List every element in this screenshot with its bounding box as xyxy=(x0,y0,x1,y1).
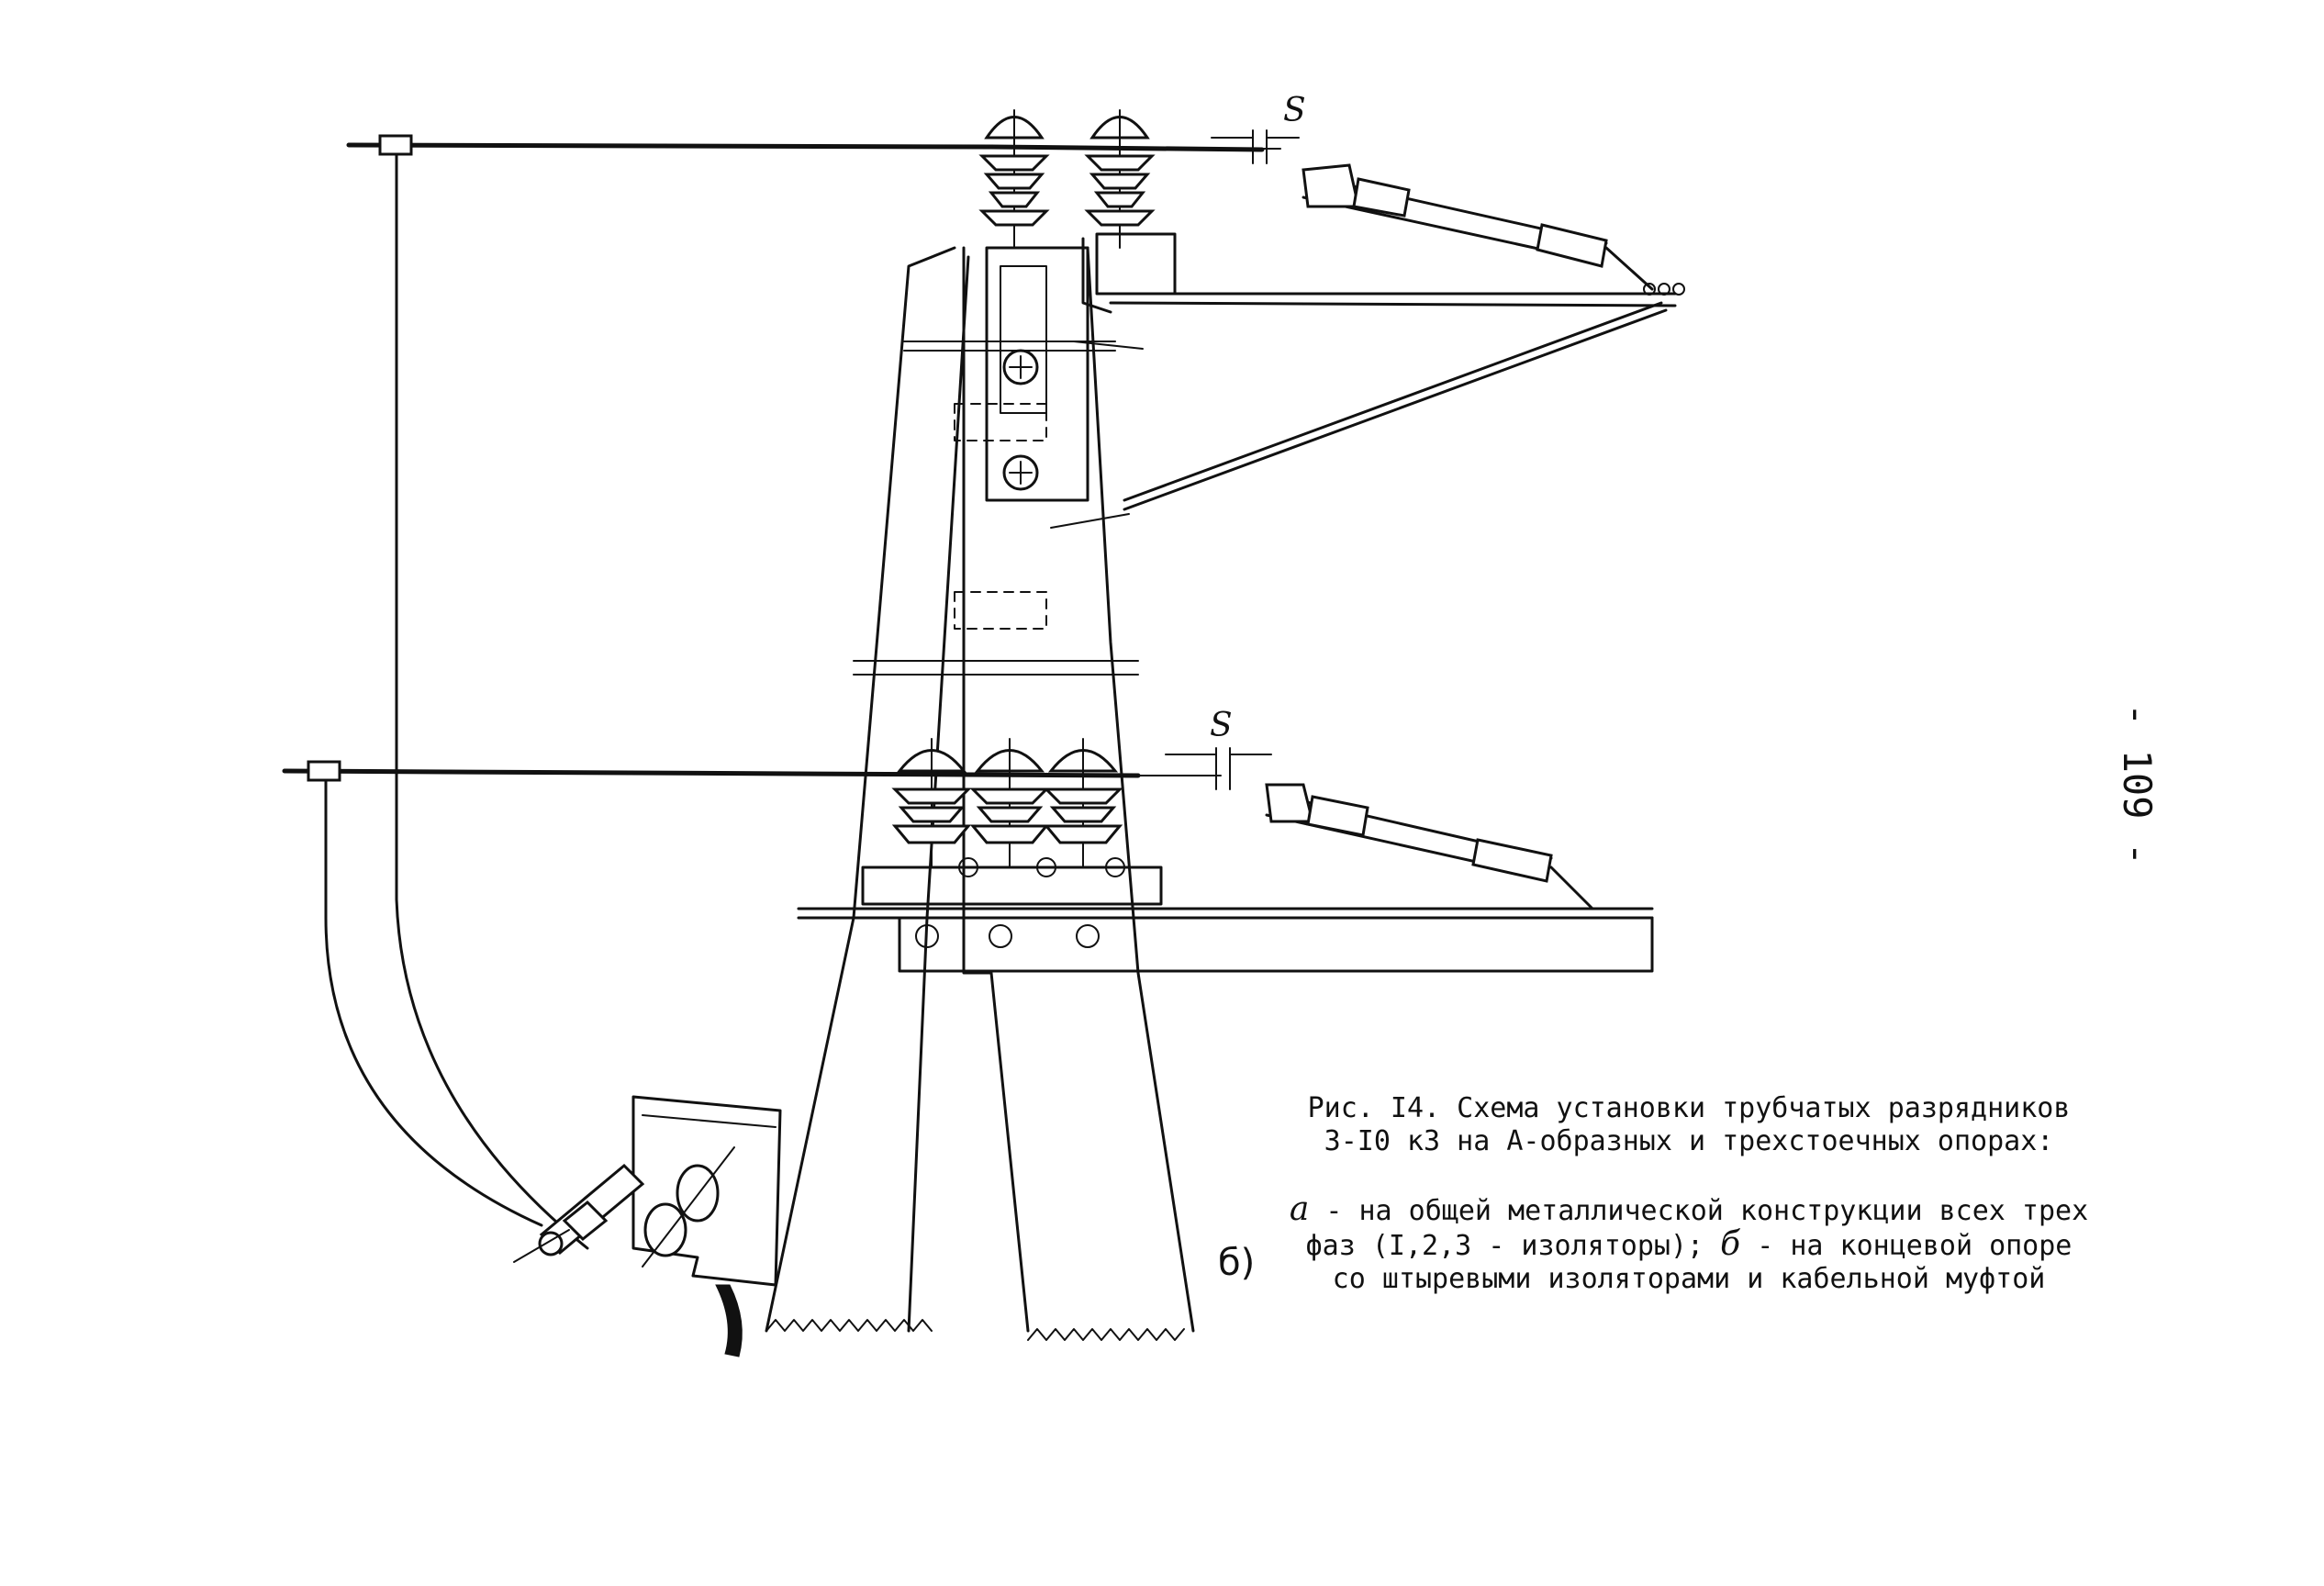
top-arrester-arm xyxy=(1109,283,1685,511)
a-frame-pole xyxy=(765,246,1195,1341)
lower-ground-down-conductor xyxy=(324,778,543,1227)
dimension-label-bottom: S xyxy=(1210,707,1233,744)
insulator-1 xyxy=(891,738,972,868)
upper-ground-down-conductor xyxy=(395,152,589,1250)
caption-item-a-text: - на общей металлической конструкции все… xyxy=(1305,1195,2089,1262)
upper-line-wire xyxy=(346,134,1265,156)
variant-label: б) xyxy=(1218,1242,1256,1284)
lower-line-wire xyxy=(282,760,1141,782)
caption-item-b-letter: б xyxy=(1720,1225,1741,1263)
cable-termination-box xyxy=(631,1095,782,1357)
page-number: - 109 - xyxy=(2115,702,2161,866)
cable-pin-insulators xyxy=(513,1146,735,1268)
lower-tubular-arrester xyxy=(1137,747,1594,910)
caption-item-b-text: - на концевой опоре со штыревыми изолято… xyxy=(1332,1230,2073,1295)
figure-caption-title: Рис. I4. Схема установки трубчатых разря… xyxy=(1307,1092,2071,1157)
figure-caption-body: а - на общей металлической конструкции в… xyxy=(1285,1193,2093,1296)
insulator-top-1 xyxy=(978,109,1050,249)
insulator-2 xyxy=(969,738,1050,868)
top-steel-bracket xyxy=(985,232,1177,502)
top-tubular-arrester xyxy=(1211,129,1654,291)
dimension-label-top: S xyxy=(1283,92,1306,129)
lower-steel-bracket xyxy=(797,857,1654,973)
insulator-3 xyxy=(1043,738,1123,868)
caption-item-a-letter: а xyxy=(1289,1190,1310,1228)
insulator-top-2 xyxy=(1084,109,1156,249)
